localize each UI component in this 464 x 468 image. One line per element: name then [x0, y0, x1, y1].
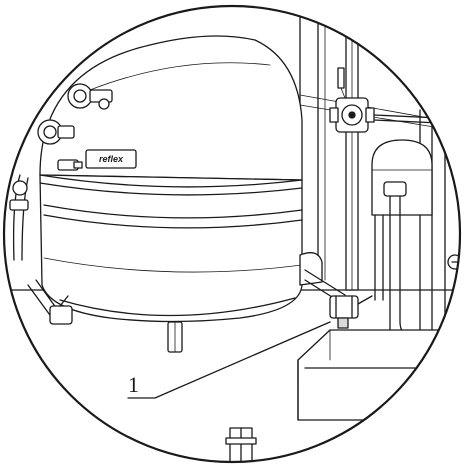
bottom-pipe-valve [299, 252, 373, 329]
vertical-pipe-assembly [329, 29, 441, 291]
detail-contents: reflex [4, 9, 460, 462]
floor-bracket [225, 427, 257, 462]
detail-circle-outline [2, 4, 462, 464]
top-connections [37, 83, 113, 171]
callout-1: 1 [127, 321, 331, 399]
expansion-vessel [39, 35, 303, 353]
callout-1-label: 1 [128, 372, 139, 397]
nameplate-text: reflex [99, 154, 124, 164]
small-vessel [371, 139, 433, 216]
nameplate: reflex [85, 149, 137, 169]
left-piping [9, 174, 73, 325]
